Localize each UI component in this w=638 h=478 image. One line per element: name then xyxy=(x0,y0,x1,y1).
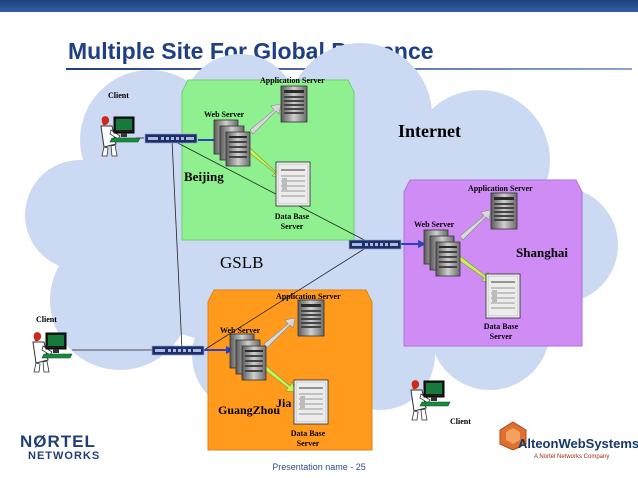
shanghai-application-server-label: Application Server xyxy=(468,184,533,193)
guangzhou-application-server-icon xyxy=(297,299,325,337)
shanghai-application-server-icon xyxy=(490,192,518,230)
guangzhou-database-icon xyxy=(293,379,329,425)
shanghai-switch-icon xyxy=(348,239,402,250)
shanghai-database-icon xyxy=(485,273,521,319)
nortel-logo-line1: NØRTEL xyxy=(20,432,96,451)
guangzhou-database-label-line2: Server xyxy=(297,439,320,448)
shanghai-site-label: Shanghai xyxy=(516,245,568,260)
beijing-site-label: Beijing xyxy=(184,169,224,184)
internal-arrows xyxy=(246,103,493,393)
shanghai-database-label-line2: Server xyxy=(490,332,513,341)
client-bottom-right-label: Client xyxy=(450,417,471,426)
slide-footer: Presentation name - 25 xyxy=(272,462,366,472)
alteon-websystems-logo: AlteonWebSystems A Nortel Networks Compa… xyxy=(498,420,638,468)
alteon-logo-subtitle: A Nortel Networks Company xyxy=(534,454,610,460)
nortel-logo-line2: NETWORKS xyxy=(28,450,101,462)
beijing-switch-icon xyxy=(144,133,198,144)
beijing-web-server-label: Web Server xyxy=(204,110,245,119)
client-top-left-label: Client xyxy=(108,91,129,100)
guangzhou-web-server-label: Web Server xyxy=(220,326,261,335)
gslb-label: GSLB xyxy=(220,253,263,272)
gslb-connections xyxy=(72,137,373,351)
beijing-database-icon xyxy=(275,161,311,207)
site-shanghai xyxy=(403,179,583,347)
alteon-emblem-icon xyxy=(499,421,527,450)
guangzhou-database-label-line1: Data Base xyxy=(291,429,326,438)
beijing-database-label-line2: Server xyxy=(281,222,304,231)
guangzhou-overlap-text: Jia xyxy=(276,396,291,410)
client-middle-left-icon xyxy=(32,331,73,373)
client-bottom-right-icon xyxy=(410,379,451,421)
shanghai-database-label-line1: Data Base xyxy=(484,322,519,331)
nortel-networks-logo: NØRTEL NETWORKS xyxy=(10,432,140,466)
shanghai-web-server-label: Web Server xyxy=(414,220,455,229)
beijing-application-server-icon xyxy=(280,85,308,123)
internet-label: Internet xyxy=(398,121,461,141)
alteon-logo-name: AlteonWebSystems xyxy=(518,436,638,451)
top-stripe xyxy=(0,0,638,12)
guangzhou-site-label: GuangZhou xyxy=(218,403,280,417)
site-guangzhou xyxy=(207,289,373,451)
client-middle-left-label: Client xyxy=(36,315,57,324)
guangzhou-switch-icon xyxy=(151,345,205,356)
guangzhou-application-server-label: Application Server xyxy=(276,292,341,301)
beijing-database-label-line1: Data Base xyxy=(275,212,310,221)
site-beijing xyxy=(181,79,355,241)
beijing-application-server-label: Application Server xyxy=(260,76,325,85)
